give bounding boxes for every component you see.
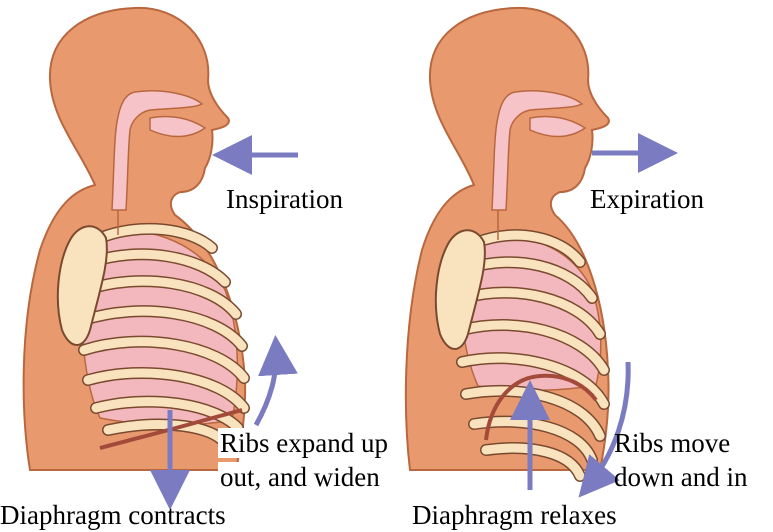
ribs-expand-label-line2: out, and widen xyxy=(218,462,382,492)
ribs-move-label-line2: down and in xyxy=(614,462,747,492)
ribs-move-label-line1: Ribs move xyxy=(614,428,730,458)
diaphragm-relaxes-label: Diaphragm relaxes xyxy=(412,500,617,530)
expiration-figure xyxy=(406,8,609,476)
inspiration-label: Inspiration xyxy=(226,184,343,214)
inspiration-figure xyxy=(24,8,246,470)
ribs-expand-arrow xyxy=(256,345,276,425)
diaphragm-contracts-label: Diaphragm contracts xyxy=(0,500,226,530)
ribs-expand-label-line1: Ribs expand up xyxy=(218,428,390,458)
expiration-label: Expiration xyxy=(590,184,704,214)
